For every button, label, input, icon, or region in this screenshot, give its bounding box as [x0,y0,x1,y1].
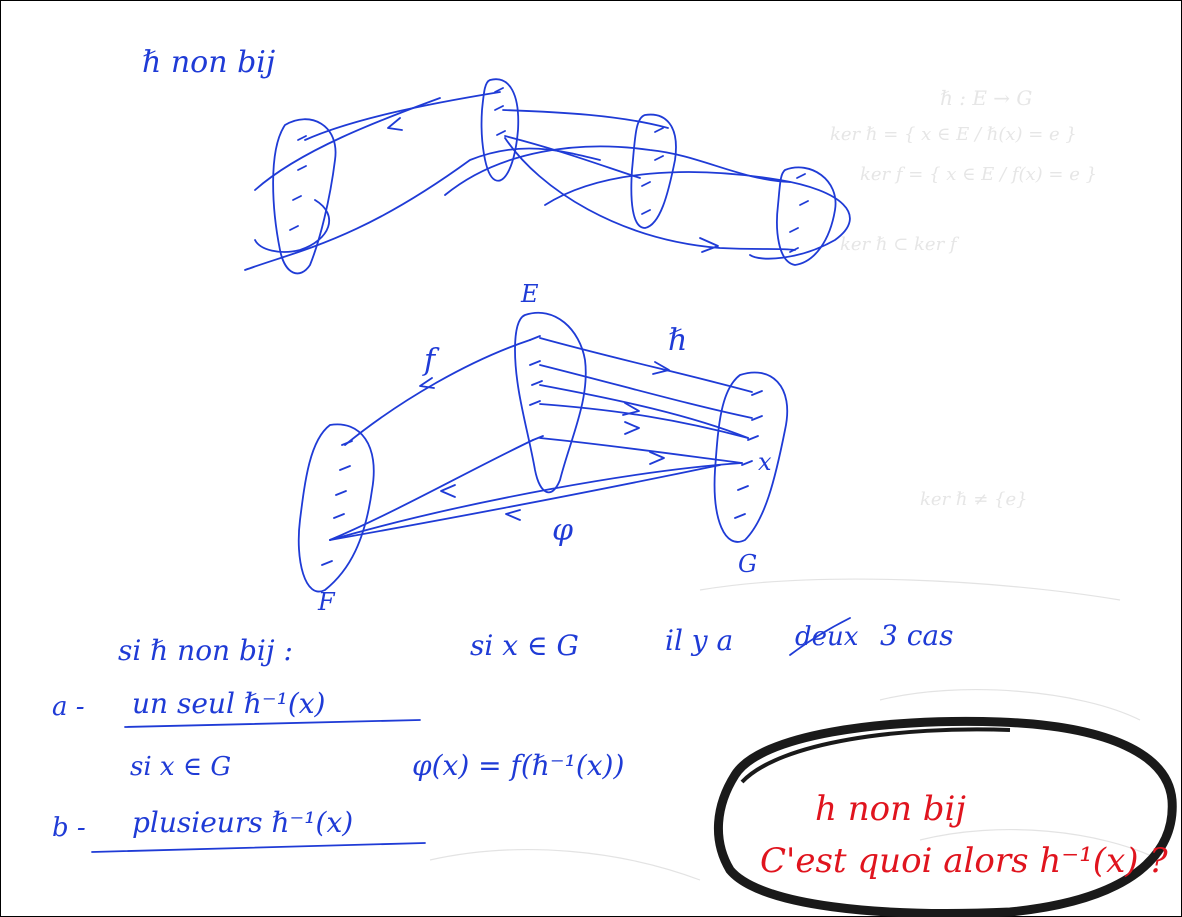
case-b-prefix: b - [52,813,86,843]
note-line-2: C'est quoi alors h⁻¹(x) ? [760,841,1168,881]
set-f-label: F [317,588,336,616]
map-f-label: f [422,343,440,378]
case-a-text: un seul ℏ⁻¹(x) [132,687,325,720]
note-bubble: h non bij C'est quoi alors h⁻¹(x) ? [718,721,1172,913]
main-diagram: E F G f ℏ φ x [299,280,788,616]
case-b-text: plusieurs ℏ⁻¹(x) [132,806,353,839]
case-a-formula: φ(x) = f(ℏ⁻¹(x)) [412,749,624,782]
set-g-label: G [738,550,757,578]
marker-oval-overstroke [742,729,1010,782]
set-g-outline [715,372,788,541]
case-a-underline [125,720,420,727]
set-e-outline [515,313,586,493]
top-diagram-title: ℏ non bij [142,45,275,80]
point-x-label: x [758,448,772,476]
case-a-prefix: a - [52,692,85,722]
set-e-label: E [520,280,539,308]
svg-text:ker ℏ ⊂ ker f: ker ℏ ⊂ ker f [840,234,960,255]
line1-part-c: il y a [665,624,733,657]
map-phi-label: φ [552,513,573,548]
svg-text:ℏ : E → G: ℏ : E → G [940,86,1032,110]
line1-part-d: 3 cas [880,619,953,652]
line1-part-b: si x ∈ G [470,629,579,662]
case-b-underline [92,843,425,852]
line1-part-a: si ℏ non bij : [118,634,293,667]
note-line-1: h non bij [815,789,966,829]
top-set-3 [631,115,676,228]
svg-text:ker ℏ ≠ {e}: ker ℏ ≠ {e} [920,489,1028,510]
case-a-condition: si x ∈ G [130,752,231,782]
svg-text:ker f = { x ∈ E / f(x) = e }: ker f = { x ∈ E / f(x) = e } [860,164,1097,185]
top-diagram: ℏ non bij [142,45,850,273]
map-h-label: ℏ [668,323,687,358]
set-f-outline [299,424,374,591]
svg-text:ker ℏ = { x ∈ E / ℏ(x) = e }: ker ℏ = { x ∈ E / ℏ(x) = e } [830,124,1077,145]
line1-struck-word: deux [795,622,859,652]
